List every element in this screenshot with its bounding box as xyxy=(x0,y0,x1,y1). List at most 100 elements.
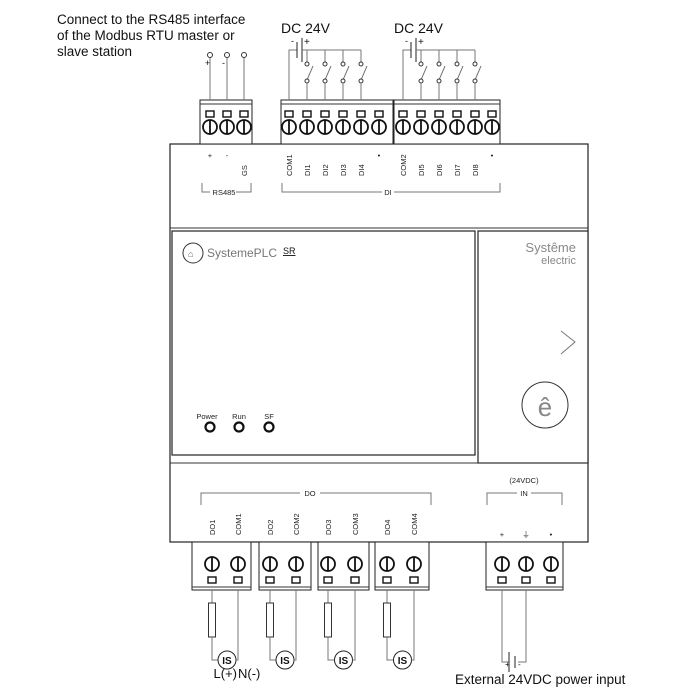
rs485-group-bracket xyxy=(201,183,252,193)
terminal-label-com1: COM1 xyxy=(285,154,294,176)
in-group-label: IN xyxy=(520,489,528,498)
wire-entry xyxy=(239,110,249,118)
terminal-label-di7: DI7 xyxy=(453,164,462,176)
led-group: Power Run SF xyxy=(196,412,275,433)
terminal-label-in: • xyxy=(550,530,553,539)
e-logo-button[interactable] xyxy=(521,381,569,429)
wire-entry xyxy=(205,110,215,118)
wire-entry xyxy=(323,576,333,584)
terminal-label-di4: DI4 xyxy=(357,164,366,176)
switch-lever xyxy=(324,65,332,81)
wire-entry xyxy=(546,576,556,584)
rs485-minus-mark: - xyxy=(222,58,225,68)
rs485-group-label: RS485 xyxy=(213,188,236,197)
switch-lever xyxy=(420,65,428,81)
in-group-bracket xyxy=(486,492,563,505)
switch-lever xyxy=(438,65,446,81)
rs485-connection-point xyxy=(207,52,213,58)
do-group-label: DO xyxy=(304,489,315,498)
switch-contact xyxy=(418,61,424,67)
e-circumflex-icon: ê xyxy=(538,392,552,422)
switch-lever xyxy=(474,65,482,81)
terminal-label-do2: DO2 xyxy=(266,520,275,535)
resistor-icon xyxy=(383,602,391,638)
switch-lever xyxy=(306,65,314,81)
load-l-label: L(+) xyxy=(214,666,237,681)
wire-entry xyxy=(320,110,330,118)
switch-contact xyxy=(358,78,364,84)
resistor-icon xyxy=(208,602,216,638)
resistor-icon xyxy=(266,602,274,638)
led-label-run: Run xyxy=(232,412,246,421)
battery-plus: + xyxy=(418,37,424,48)
switch-contact xyxy=(340,78,346,84)
lamp-symbol: IS xyxy=(398,656,408,667)
terminal-label-in: + xyxy=(500,530,505,539)
terminal-label-do1: DO1 xyxy=(208,520,217,535)
load-wire xyxy=(269,637,276,661)
terminal-label-com4: COM4 xyxy=(410,513,419,535)
wire-entry xyxy=(409,576,419,584)
battery-minus-mark: - xyxy=(518,660,521,669)
terminal-label-di2: • xyxy=(491,151,494,160)
switch-contact xyxy=(304,61,310,67)
brand-name: SystemePLC xyxy=(207,246,277,260)
switch-contact xyxy=(322,78,328,84)
di-group-bracket xyxy=(281,183,501,193)
terminal-label-rs485: + xyxy=(208,151,213,160)
battery-plus: + xyxy=(304,37,310,48)
switch-contact xyxy=(322,61,328,67)
terminal-label-com3: COM3 xyxy=(351,513,360,535)
load-wire xyxy=(386,637,394,661)
switch-contact xyxy=(304,78,310,84)
power-led xyxy=(204,421,216,433)
switch-contact xyxy=(340,61,346,67)
switch-contact xyxy=(454,61,460,67)
load-return-wire xyxy=(294,590,297,661)
load-n-label: N(-) xyxy=(238,666,260,681)
power-positive-wire xyxy=(501,590,509,663)
chevron-right-icon xyxy=(560,330,576,355)
switch-contact xyxy=(358,61,364,67)
sf-led xyxy=(263,421,275,433)
rs485-note-line1: Connect to the RS485 interface xyxy=(57,12,245,27)
battery-plus-mark: + xyxy=(505,660,510,669)
di-common-wire xyxy=(402,49,411,100)
wire-entry xyxy=(291,576,301,584)
wire-entry xyxy=(470,110,480,118)
power-negative-wire xyxy=(518,590,527,663)
terminal-label-di6: DI6 xyxy=(435,164,444,176)
wire-entry xyxy=(374,110,384,118)
battery-minus: - xyxy=(291,36,294,46)
terminal-label-di3: DI3 xyxy=(339,164,348,176)
rs485-connection-point xyxy=(241,52,247,58)
terminal-block-di2 xyxy=(393,99,501,145)
logo-glyph: ⌂ xyxy=(188,249,193,259)
wire-entry xyxy=(222,110,232,118)
systeme-logo-line2: electric xyxy=(541,255,576,267)
switch-lever xyxy=(342,65,350,81)
load-wire xyxy=(327,637,335,661)
wire-entry xyxy=(302,110,312,118)
rs485-note-line2: of the Modbus RTU master or xyxy=(57,28,235,43)
terminal-label-do4: DO4 xyxy=(383,520,392,535)
wire-entry xyxy=(233,576,243,584)
wire-entry xyxy=(398,110,408,118)
systemeplc-logo-icon xyxy=(182,242,204,264)
terminal-label-di5: DI5 xyxy=(417,164,426,176)
terminal-label-di1: DI1 xyxy=(303,164,312,176)
switch-contact xyxy=(418,78,424,84)
resistor-icon xyxy=(324,602,332,638)
terminal-label-di2: DI2 xyxy=(321,164,330,176)
switch-contact xyxy=(472,61,478,67)
lamp-symbol: IS xyxy=(339,656,349,667)
terminal-label-gs: GS xyxy=(240,165,249,176)
load-return-wire xyxy=(411,590,415,661)
wire-entry xyxy=(521,576,531,584)
terminal-label-di8: DI8 xyxy=(471,164,480,176)
load-return-wire xyxy=(352,590,356,661)
rs485-plus-mark: + xyxy=(205,58,210,68)
